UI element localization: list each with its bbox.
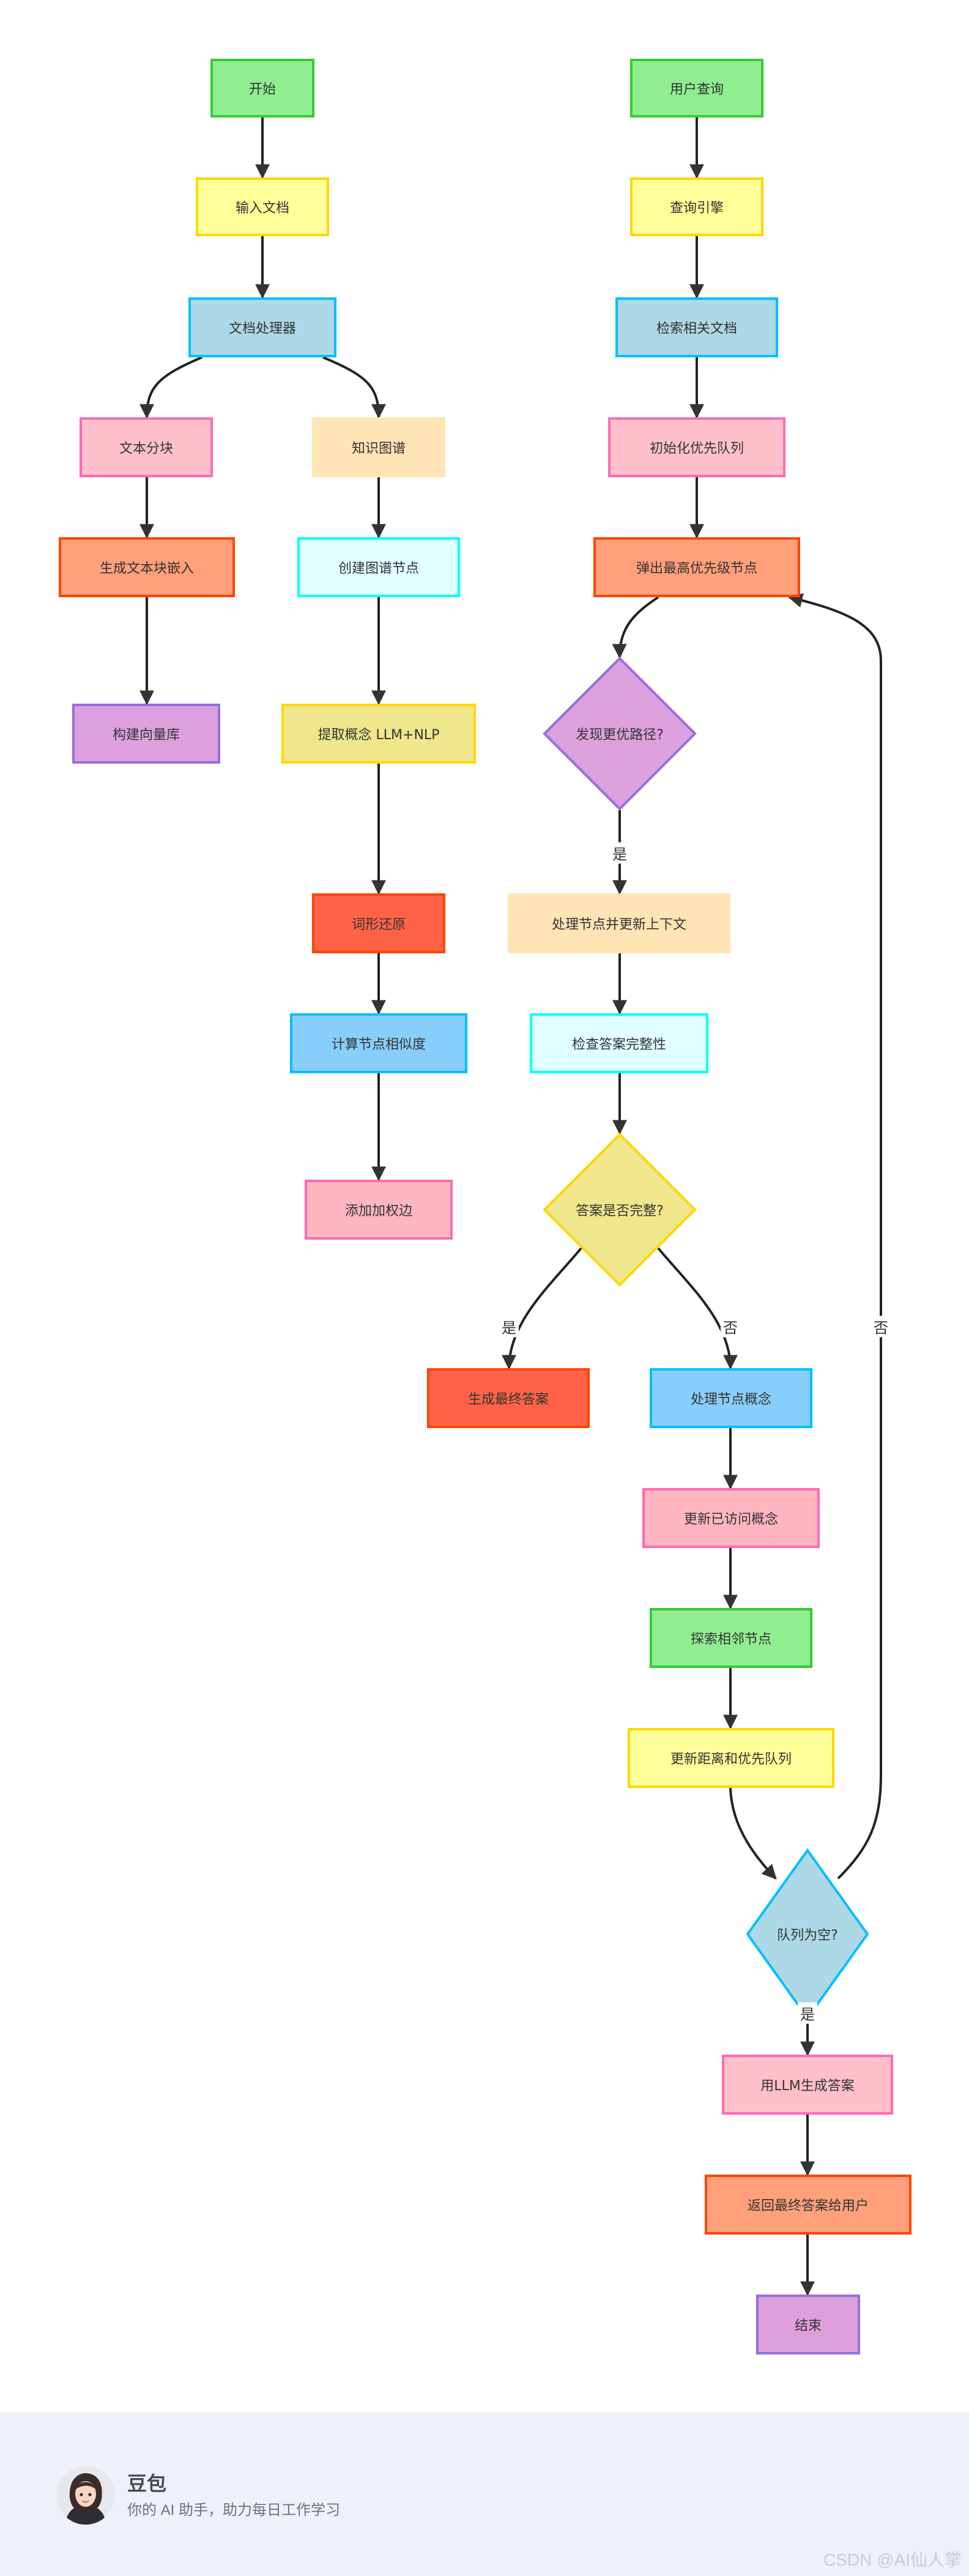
edge-arrow [657,1247,738,1370]
pop-highest-node: 弹出最高优先级节点 [593,537,800,597]
assistant-footer: 豆包 你的 AI 助手，助力每日工作学习 CSDN @AI仙人掌 [0,2412,969,2576]
knowledge-graph-node: 知识图谱 [312,417,445,477]
calc-similarity-node: 计算节点相似度 [290,1013,467,1073]
edge-arrow [729,1787,777,1880]
edge-arrow [322,356,386,419]
retrieve-docs-node: 检索相关文档 [615,297,778,357]
generate-final-answer-node: 生成最终答案 [427,1368,590,1428]
edge-label-better-path-yes: 是 [610,842,629,864]
generate-embedding-node: 生成文本块嵌入 [59,537,235,597]
avatar-icon[interactable] [56,2466,115,2525]
query-engine-node: 查询引擎 [630,177,763,236]
process-update-context-node: 处理节点并更新上下文 [508,893,730,953]
create-graph-node-node: 创建图谱节点 [297,537,460,597]
input-document-node: 输入文档 [196,177,329,236]
assistant-tagline: 你的 AI 助手，助力每日工作学习 [127,2502,341,2518]
lemmatize-node: 词形还原 [312,893,445,953]
watermark-text: CSDN @AI仙人掌 [823,2550,962,2569]
document-processor-node: 文档处理器 [188,297,336,357]
better-path-decision: 发现更优路径? [543,657,697,811]
return-answer-node: 返回最终答案给用户 [705,2175,911,2235]
update-distance-queue-node: 更新距离和优先队列 [628,1728,834,1788]
flowchart: 开始 输入文档 文档处理器 文本分块 知识图谱 生成文本块嵌入 创建图谱节点 构… [59,59,911,2355]
add-weighted-edge-node: 添加加权边 [305,1180,453,1240]
llm-answer-node: 用LLM生成答案 [722,2055,893,2115]
edge-arrow [612,596,659,659]
answer-complete-label: 答案是否完整? [576,1204,664,1219]
edge-label-complete-no: 否 [721,1316,740,1338]
edge-label-queue-empty-no: 否 [871,1316,891,1338]
edge-arrow [139,356,202,419]
end-node: 结束 [756,2295,860,2355]
init-priority-queue-node: 初始化优先队列 [608,417,785,477]
flowchart-edges [139,117,882,2296]
edge-arrow [502,1247,582,1370]
build-vector-store-node: 构建向量库 [72,704,220,764]
process-concept-node: 处理节点概念 [650,1368,812,1428]
edge-label-complete-yes: 是 [499,1316,519,1338]
assistant-name: 豆包 [127,2473,167,2495]
explore-neighbors-node: 探索相邻节点 [650,1608,812,1668]
extract-concept-node: 提取概念 LLM+NLP [281,704,476,764]
queue-empty-decision: 队列为空? [746,1848,869,2020]
update-visited-node: 更新已访问概念 [642,1488,820,1548]
user-query-node: 用户查询 [630,59,763,117]
edge-label-queue-empty-yes: 是 [798,2002,817,2024]
edge-arrow [787,593,882,1880]
queue-empty-label: 队列为空? [777,1928,838,1943]
start-node: 开始 [210,59,314,117]
better-path-label: 发现更优路径? [576,728,664,743]
answer-complete-decision: 答案是否完整? [543,1133,697,1287]
text-chunk-node: 文本分块 [80,417,213,477]
check-completeness-node: 检查答案完整性 [530,1013,708,1073]
